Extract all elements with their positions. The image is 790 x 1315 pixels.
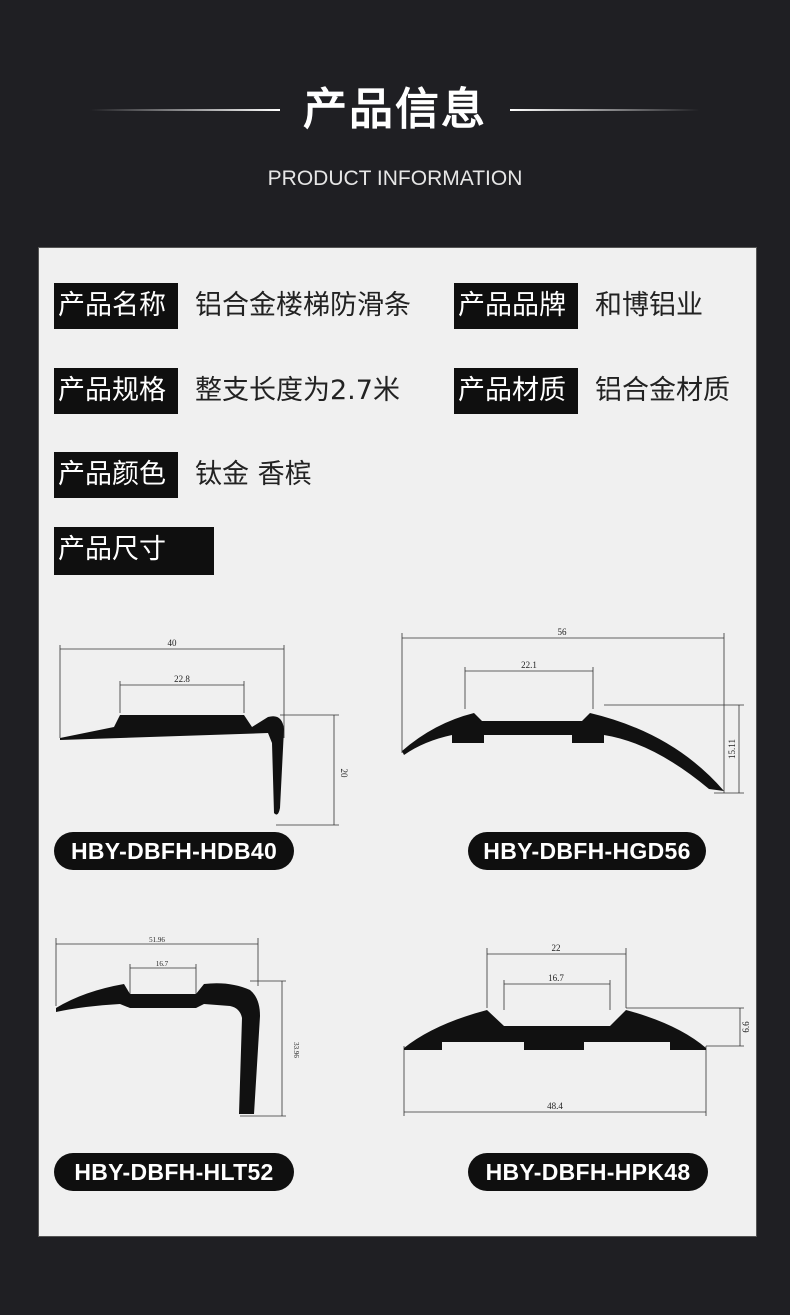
product-spec-value: 整支长度为2.7米 [195, 375, 400, 406]
profile-drawing-hdb40: 40 22.8 20 [54, 633, 354, 838]
product-color-value: 钛金 香槟 [195, 459, 312, 490]
model-badge-hpk48: HBY-DBFH-HPK48 [468, 1153, 708, 1191]
profile-drawing-hlt52: 51.96 16.7 33.96 [54, 936, 314, 1131]
product-name-value: 铝合金楼梯防滑条 [195, 290, 411, 321]
dim-top: 22.8 [174, 674, 190, 684]
model-badge-hdb40: HBY-DBFH-HDB40 [54, 832, 294, 870]
title-divider-right [510, 109, 700, 111]
product-size-label: 产品尺寸 [54, 527, 214, 575]
dim-height: 15.11 [727, 739, 737, 759]
title-divider-left [90, 109, 280, 111]
profile-drawing-hgd56: 56 22.1 15.11 [394, 623, 749, 808]
model-badge-hgd56: HBY-DBFH-HGD56 [468, 832, 706, 870]
dim-top: 16.7 [548, 973, 564, 983]
product-material-label: 产品材质 [454, 368, 578, 414]
product-material-value: 铝合金材质 [595, 375, 730, 406]
page-subtitle: PRODUCT INFORMATION [267, 167, 523, 190]
dim-height: 20 [339, 769, 349, 779]
page-title: 产品信息 [303, 84, 487, 135]
dim-top: 16.7 [156, 960, 169, 968]
product-spec-label: 产品规格 [54, 368, 178, 414]
profile-drawing-hpk48: 22 16.7 6.6 48.4 [394, 938, 754, 1128]
dim-width: 51.96 [149, 936, 165, 944]
model-badge-hlt52: HBY-DBFH-HLT52 [54, 1153, 294, 1191]
product-brand-value: 和博铝业 [595, 290, 703, 321]
page-header: 产品信息 PRODUCT INFORMATION [0, 0, 790, 248]
dim-top-outer: 22 [552, 943, 561, 953]
dim-height: 33.96 [292, 1042, 300, 1058]
dim-height: 6.6 [741, 1021, 751, 1033]
dim-top: 22.1 [521, 660, 537, 670]
dim-width: 56 [558, 627, 568, 637]
product-info-panel: 产品名称 铝合金楼梯防滑条 产品品牌 和博铝业 产品规格 整支长度为2.7米 产… [38, 247, 757, 1237]
product-brand-label: 产品品牌 [454, 283, 578, 329]
product-color-label: 产品颜色 [54, 452, 178, 498]
dim-width: 40 [168, 638, 178, 648]
dim-width: 48.4 [547, 1101, 563, 1111]
product-name-label: 产品名称 [54, 283, 178, 329]
